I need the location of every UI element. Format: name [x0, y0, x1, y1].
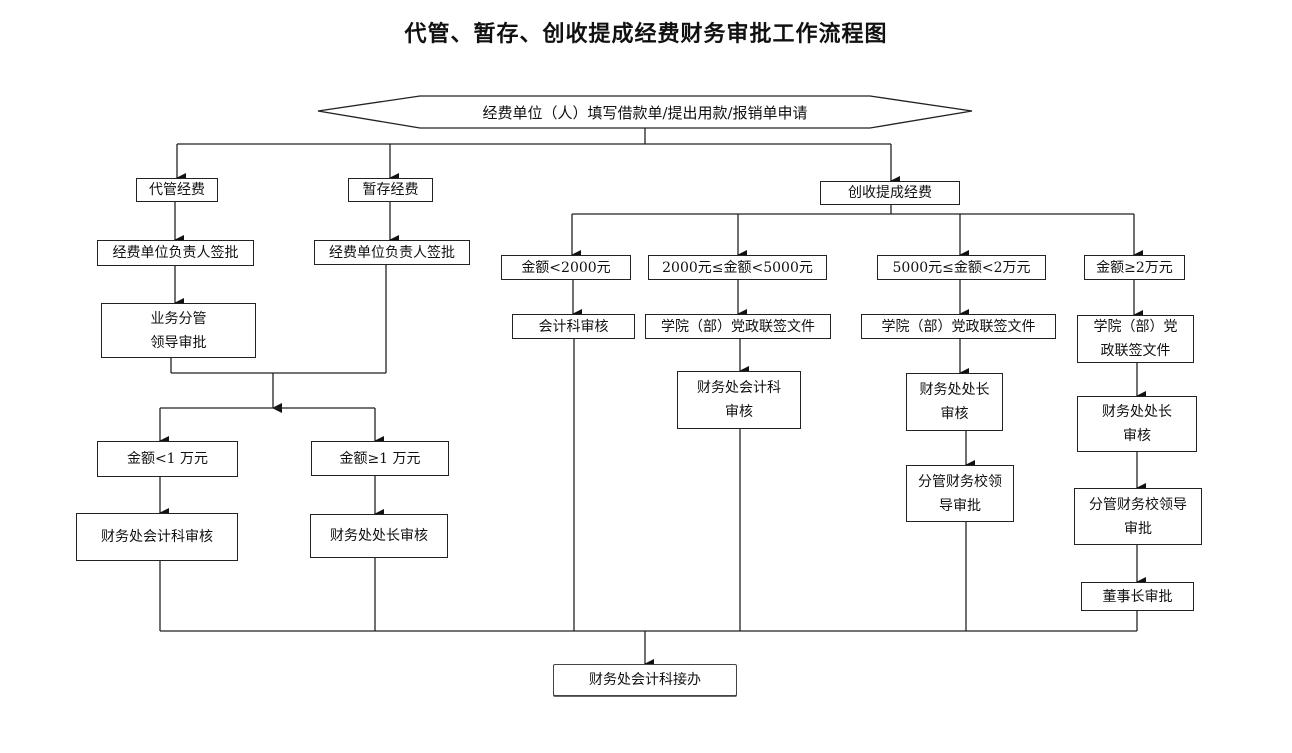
node-cs2-accounting-review: 财务处会计科 审核: [677, 371, 801, 429]
node-director-review-left: 财务处处长审核: [310, 514, 448, 558]
node-zancun: 暂存经费: [348, 178, 433, 202]
node-cs4-leader-approve: 分管财务校领导 审批: [1074, 488, 1202, 545]
node-cs2-joint-sign: 学院（部）党政联签文件: [645, 314, 831, 339]
node-cs4-director-review: 财务处处长 审核: [1077, 396, 1197, 452]
start-node-label: 经费单位（人）填写借款单/提出用款/报销单申请: [482, 103, 808, 122]
node-cs-cond-4: 金额≥2万元: [1084, 255, 1185, 280]
node-cs-cond-2: 2000元≤金额<5000元: [648, 255, 827, 280]
node-cs-cond-1: 金额<2000元: [501, 255, 631, 280]
node-amount-ge-10k: 金额≥1 万元: [311, 441, 449, 476]
node-cs3-joint-sign: 学院（部）党政联签文件: [861, 314, 1056, 339]
node-end-accounting-handle: 财务处会计科接办: [553, 664, 737, 696]
page-title: 代管、暂存、创收提成经费财务审批工作流程图: [404, 22, 888, 47]
node-daiguan-unit-sign: 经费单位负责人签批: [97, 240, 254, 266]
node-chuangshou: 创收提成经费: [820, 181, 960, 205]
node-amount-lt-10k: 金额<1 万元: [97, 441, 238, 477]
node-cs3-director-review: 财务处处长 审核: [906, 373, 1003, 431]
node-cs4-joint-sign: 学院（部）党 政联签文件: [1077, 315, 1194, 363]
start-hexagon: [317, 95, 973, 129]
node-cs1-accounting-review: 会计科审核: [512, 314, 635, 339]
node-zancun-unit-sign: 经费单位负责人签批: [314, 240, 470, 265]
node-cs4-chairman-approve: 董事长审批: [1081, 582, 1194, 611]
node-cs3-leader-approve: 分管财务校领 导审批: [906, 465, 1014, 522]
node-cs-cond-3: 5000元≤金额<2万元: [877, 255, 1046, 280]
node-daiguan-leader-approve: 业务分管 领导审批: [101, 303, 256, 358]
node-daiguan: 代管经费: [136, 178, 218, 202]
node-accounting-review-left: 财务处会计科审核: [76, 513, 238, 561]
